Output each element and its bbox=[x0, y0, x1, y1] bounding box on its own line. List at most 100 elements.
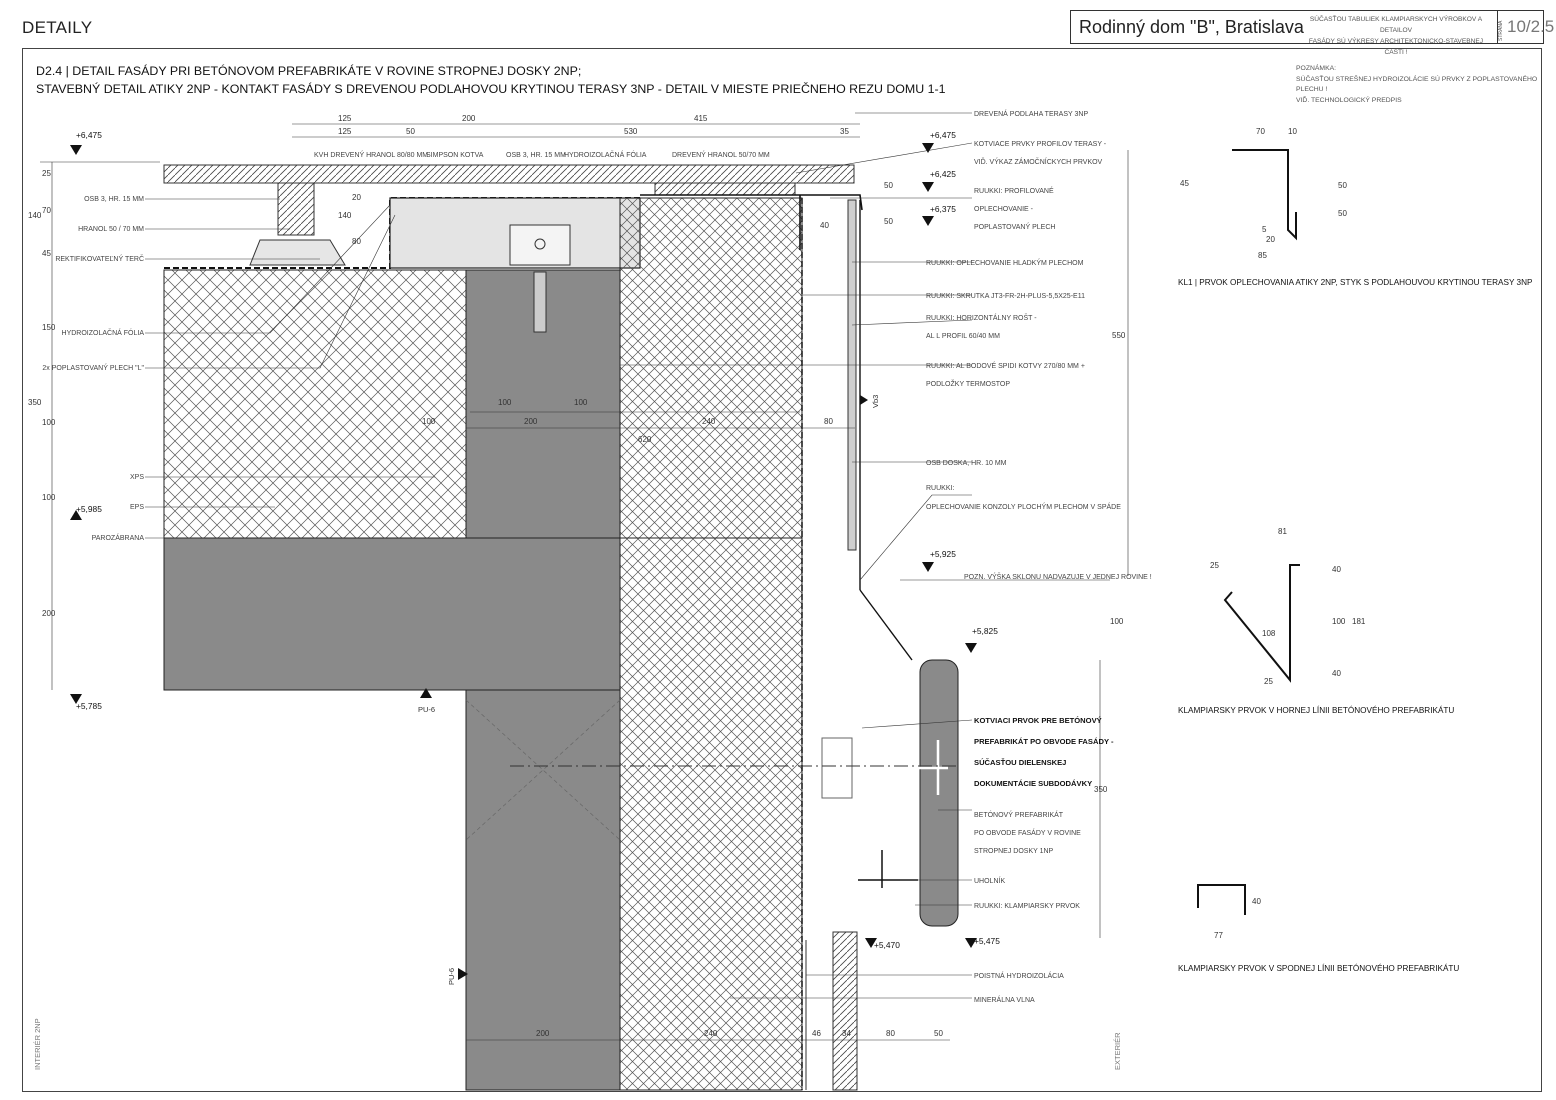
label-r2: OPLECHOVANIE - bbox=[974, 206, 1034, 213]
drawing-frame bbox=[22, 48, 1542, 1092]
dim-t125b: 125 bbox=[338, 127, 352, 136]
dim-r350: 350 bbox=[1094, 785, 1108, 794]
dim-r550: 550 bbox=[1112, 331, 1126, 340]
kl2-d25b: 25 bbox=[1264, 677, 1273, 686]
dim-t415: 415 bbox=[694, 114, 708, 123]
label-xps: XPS bbox=[130, 474, 144, 481]
dim-m100a: 100 bbox=[498, 398, 512, 407]
precast-anchor bbox=[820, 740, 948, 795]
lower-cladding bbox=[832, 931, 858, 1091]
kl2-d40b: 40 bbox=[1332, 669, 1341, 678]
page-header: DETAILY Rodinný dom "B", Bratislava SÚČA… bbox=[0, 0, 1556, 56]
note-line1: POZNÁMKA: bbox=[1296, 65, 1337, 72]
label-r6: RUUKKI: HORIZONTÁLNY ROŠT - bbox=[926, 313, 1037, 322]
level-6425: +6,425 bbox=[930, 169, 956, 179]
dim-b200: 200 bbox=[536, 1029, 550, 1038]
label-k1: KOTVIACI PRVOK PRE BETÓNOVÝ bbox=[974, 716, 1102, 725]
label-uholnik: UHOLNÍK bbox=[974, 876, 1005, 885]
kl3-d77: 77 bbox=[1214, 931, 1223, 940]
detail-title-line1: D2.4 | DETAIL FASÁDY PRI BETÓNOVOM PREFA… bbox=[36, 64, 582, 78]
label-r8: RUUKKI: AL BODOVÉ SPIDI KOTVY 270/80 MM … bbox=[926, 361, 1085, 370]
kl2-profile bbox=[1223, 564, 1300, 683]
label-osb3: OSB 3, HR. 15 MM bbox=[84, 196, 144, 203]
detail-title-line2: STAVEBNÝ DETAIL ATIKY 2NP - KONTAKT FASÁ… bbox=[36, 82, 946, 96]
label-plech: 2x POPLASTOVANÝ PLECH "L" bbox=[42, 363, 144, 372]
label-osb10: OSB DOSKA, HR. 10 MM bbox=[926, 460, 1007, 467]
eps-insulation-top bbox=[619, 197, 803, 539]
label-hranol: HRANOL 50 / 70 MM bbox=[78, 226, 144, 233]
kl1-d70: 70 bbox=[1256, 127, 1265, 136]
level-5785: +5,785 bbox=[76, 701, 102, 711]
dim-d200: 200 bbox=[42, 609, 56, 618]
dim-t125a: 125 bbox=[338, 114, 352, 123]
kl3-profile bbox=[1197, 884, 1246, 915]
note-line3: VIĎ. TECHNOLOGICKÝ PREDPIS bbox=[1296, 96, 1402, 104]
concrete-wall bbox=[465, 689, 621, 1091]
dim-b240: 240 bbox=[704, 1029, 718, 1038]
level-5825: +5,825 bbox=[972, 626, 998, 636]
level-5475: +5,475 bbox=[974, 936, 1000, 946]
label-kotv2: VIĎ. VÝKAZ ZÁMOČNÍCKYCH PRVKOV bbox=[974, 157, 1103, 166]
dim-t530: 530 bbox=[624, 127, 638, 136]
kl1-d5: 5 bbox=[1262, 225, 1267, 234]
label-drev: DREVENÝ HRANOL 50/70 MM bbox=[672, 150, 770, 159]
level-markers bbox=[70, 143, 977, 980]
dim-d350: 350 bbox=[28, 398, 42, 407]
mineral-wool bbox=[619, 537, 803, 1091]
label-paro: PAROZÁBRANA bbox=[92, 533, 145, 542]
angle-bracket bbox=[858, 850, 918, 888]
label-podlaha: DREVENÁ PODLAHA TERASY 3NP bbox=[974, 109, 1088, 118]
label-kotv1: KOTVIACE PRVKY PROFILOV TERASY - bbox=[974, 141, 1107, 148]
level-6375: +6,375 bbox=[930, 204, 956, 214]
label-osb-top: OSB 3, HR. 15 MM bbox=[506, 152, 566, 159]
level-6475-right: +6,475 bbox=[930, 130, 956, 140]
level-5985: +5,985 bbox=[76, 504, 102, 514]
note-line2: SÚČASŤOU STREŠNEJ HYDROIZOLÁCIE SÚ PRVKY… bbox=[1296, 75, 1538, 94]
kl2-d181: 181 bbox=[1352, 617, 1366, 626]
dim-m50a: 50 bbox=[884, 181, 893, 190]
label-r11: OPLECHOVANIE KONZOLY PLOCHÝM PLECHOM V S… bbox=[926, 502, 1121, 511]
dim-d100b: 100 bbox=[42, 493, 56, 502]
anchor-plate bbox=[821, 737, 853, 799]
title-block: Rodinný dom "B", Bratislava SÚČASŤOU TAB… bbox=[1070, 10, 1554, 56]
sheet-number: 10/2.5 bbox=[1507, 17, 1555, 36]
terrace-decking bbox=[163, 164, 855, 196]
simpson-anchor bbox=[509, 224, 571, 266]
kl1-d20: 20 bbox=[1266, 235, 1275, 244]
label-pozn: POZN. VÝŠKA SKLONU NADVAZUJE V JEDNEJ RO… bbox=[964, 572, 1152, 581]
dimension-lines bbox=[40, 123, 1129, 1041]
label-k2: PREFABRIKÁT PO OBVODE FASÁDY - bbox=[974, 737, 1114, 746]
label-k3: SÚČASŤOU DIELENSKEJ bbox=[974, 758, 1066, 767]
label-b1: BETÓNOVÝ PREFABRIKÁT bbox=[974, 810, 1064, 819]
title-note-line2: FASÁDY SÚ VÝKRESY ARCHITEKTONICKO-STAVEB… bbox=[1308, 38, 1484, 56]
dim-m50b: 50 bbox=[884, 217, 893, 226]
level-6475-left: +6,475 bbox=[76, 130, 102, 140]
label-r4: RUUKKI: OPLECHOVANIE HLADKÝM PLECHOM bbox=[926, 258, 1084, 267]
label-klamp: RUUKKI: KLAMPIARSKY PRVOK bbox=[974, 903, 1080, 910]
kl2-d100: 100 bbox=[1332, 617, 1346, 626]
label-r7: AL L PROFIL 60/40 MM bbox=[926, 333, 1000, 340]
dim-b80: 80 bbox=[886, 1029, 895, 1038]
kl2-d40a: 40 bbox=[1332, 565, 1341, 574]
chemical-anchor bbox=[533, 271, 547, 333]
kl1-d10: 10 bbox=[1288, 127, 1297, 136]
kvh-beam bbox=[277, 182, 315, 236]
label-eps: EPS bbox=[130, 504, 144, 511]
dim-t35: 35 bbox=[840, 127, 849, 136]
tag-vb3: Vb3 bbox=[871, 395, 880, 408]
kl1-d50b: 50 bbox=[1338, 209, 1347, 218]
dim-m240: 240 bbox=[702, 417, 716, 426]
dim-b34: 34 bbox=[842, 1029, 851, 1038]
general-note: POZNÁMKA: SÚČASŤOU STREŠNEJ HYDROIZOLÁCI… bbox=[1296, 64, 1556, 106]
title-block-divider bbox=[1497, 11, 1498, 43]
concrete-slab bbox=[163, 537, 621, 691]
dim-m40: 40 bbox=[820, 221, 829, 230]
dim-m80: 80 bbox=[824, 417, 833, 426]
label-terc: REKTIFIKOVATEĽNÝ TERČ bbox=[55, 254, 144, 263]
dim-d25: 25 bbox=[42, 169, 51, 178]
label-hydro-left: HYDROIZOLAČNÁ FÓLIA bbox=[62, 328, 145, 337]
bracket-flashing bbox=[859, 589, 913, 661]
kl2-d81: 81 bbox=[1278, 527, 1287, 536]
tag-pu6-wall: PU-6 bbox=[447, 968, 456, 985]
